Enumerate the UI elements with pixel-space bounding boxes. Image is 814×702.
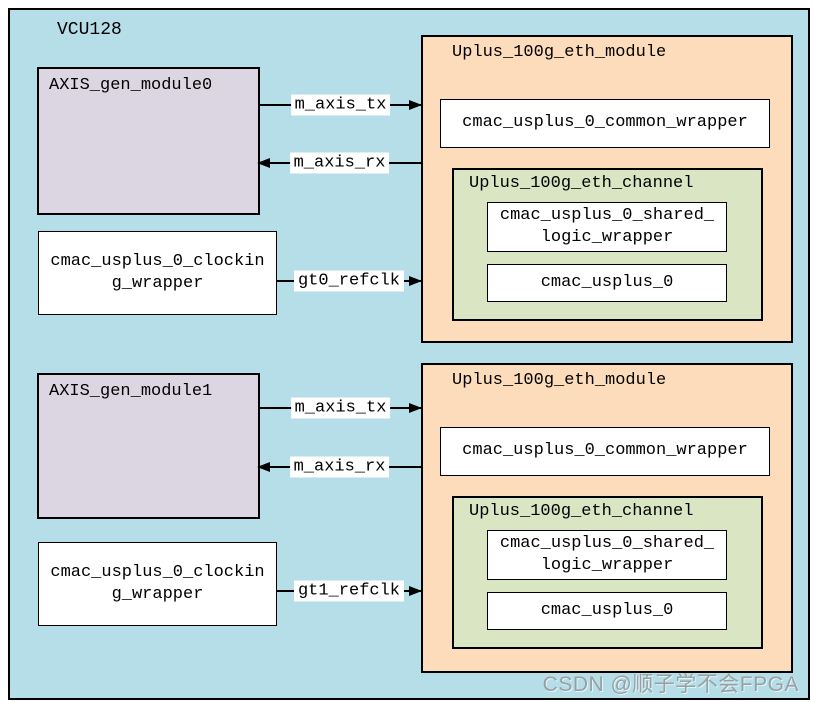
cmac-usplus1-label: cmac_usplus_0 <box>540 600 674 620</box>
eth-channel1-box: Uplus_100g_eth_channel cmac_usplus_0_sha… <box>452 496 763 649</box>
axis-gen-module1-label: AXIS_gen_module1 <box>49 382 213 401</box>
clocking-wrapper0-label-line2: g_wrapper <box>111 274 204 293</box>
gt0-refclk-label: gt0_refclk <box>293 270 405 292</box>
shared-logic-wrapper1-label-line2: logic_wrapper <box>540 556 674 575</box>
arrowhead-right-icon <box>409 586 422 596</box>
cmac-usplus1-box: cmac_usplus_0 <box>487 592 727 630</box>
axis-gen-module1-box: AXIS_gen_module1 <box>37 373 260 519</box>
arrowhead-left-icon <box>257 158 270 168</box>
common-wrapper1-box: cmac_usplus_0_common_wrapper <box>440 427 770 476</box>
eth-module0-label: Uplus_100g_eth_module <box>452 43 667 62</box>
shared-logic-wrapper0-box: cmac_usplus_0_shared_ logic_wrapper <box>487 202 727 252</box>
m-axis-rx0-arrow: m_axis_rx <box>257 151 421 175</box>
arrowhead-right-icon <box>409 403 422 413</box>
cmac-usplus0-label: cmac_usplus_0 <box>540 272 674 292</box>
csdn-watermark: CSDN @顺子学不会FPGA <box>542 673 799 696</box>
m-axis-tx0-label: m_axis_tx <box>290 94 391 116</box>
eth-channel0-label: Uplus_100g_eth_channel <box>469 174 694 193</box>
shared-logic-wrapper1-box: cmac_usplus_0_shared_ logic_wrapper <box>487 530 727 580</box>
shared-logic-wrapper0-label-line1: cmac_usplus_0_shared_ <box>499 205 715 225</box>
axis-gen-module0-box: AXIS_gen_module0 <box>37 67 260 215</box>
gt1-refclk-label: gt1_refclk <box>293 580 405 602</box>
m-axis-rx1-label: m_axis_rx <box>289 456 390 478</box>
eth-module1-box: Uplus_100g_eth_module cmac_usplus_0_comm… <box>421 363 793 673</box>
shared-logic-wrapper0-label-line2: logic_wrapper <box>540 228 674 247</box>
arrowhead-left-icon <box>257 462 270 472</box>
cmac-usplus0-box: cmac_usplus_0 <box>487 264 727 302</box>
clocking-wrapper0-label-line1: cmac_usplus_0_clockin <box>50 251 265 271</box>
m-axis-tx0-arrow: m_axis_tx <box>260 93 422 117</box>
clocking-wrapper1-label-line2: g_wrapper <box>111 585 204 604</box>
board-title: VCU128 <box>57 20 122 40</box>
common-wrapper0-label: cmac_usplus_0_common_wrapper <box>462 113 748 133</box>
common-wrapper0-box: cmac_usplus_0_common_wrapper <box>440 99 770 148</box>
shared-logic-wrapper1-label-line1: cmac_usplus_0_shared_ <box>499 533 715 553</box>
vcu128-board: VCU128 AXIS_gen_module0 cmac_usplus_0_cl… <box>8 8 810 700</box>
axis-gen-module0-label: AXIS_gen_module0 <box>49 76 213 95</box>
clocking-wrapper0-box: cmac_usplus_0_clockin g_wrapper <box>38 231 277 315</box>
arrowhead-right-icon <box>409 100 422 110</box>
eth-channel0-box: Uplus_100g_eth_channel cmac_usplus_0_sha… <box>452 168 763 321</box>
m-axis-tx1-arrow: m_axis_tx <box>260 396 422 420</box>
arrowhead-right-icon <box>409 276 422 286</box>
gt0-refclk-arrow: gt0_refclk <box>277 269 422 293</box>
eth-channel1-label: Uplus_100g_eth_channel <box>469 502 694 521</box>
m-axis-tx1-label: m_axis_tx <box>290 397 391 419</box>
gt1-refclk-arrow: gt1_refclk <box>277 579 422 603</box>
clocking-wrapper1-label-line1: cmac_usplus_0_clockin <box>50 562 265 582</box>
m-axis-rx1-arrow: m_axis_rx <box>257 455 421 479</box>
m-axis-rx0-label: m_axis_rx <box>289 152 390 174</box>
common-wrapper1-label: cmac_usplus_0_common_wrapper <box>462 441 748 461</box>
eth-module1-label: Uplus_100g_eth_module <box>452 371 667 390</box>
eth-module0-box: Uplus_100g_eth_module cmac_usplus_0_comm… <box>421 35 793 343</box>
clocking-wrapper1-box: cmac_usplus_0_clockin g_wrapper <box>38 542 277 626</box>
